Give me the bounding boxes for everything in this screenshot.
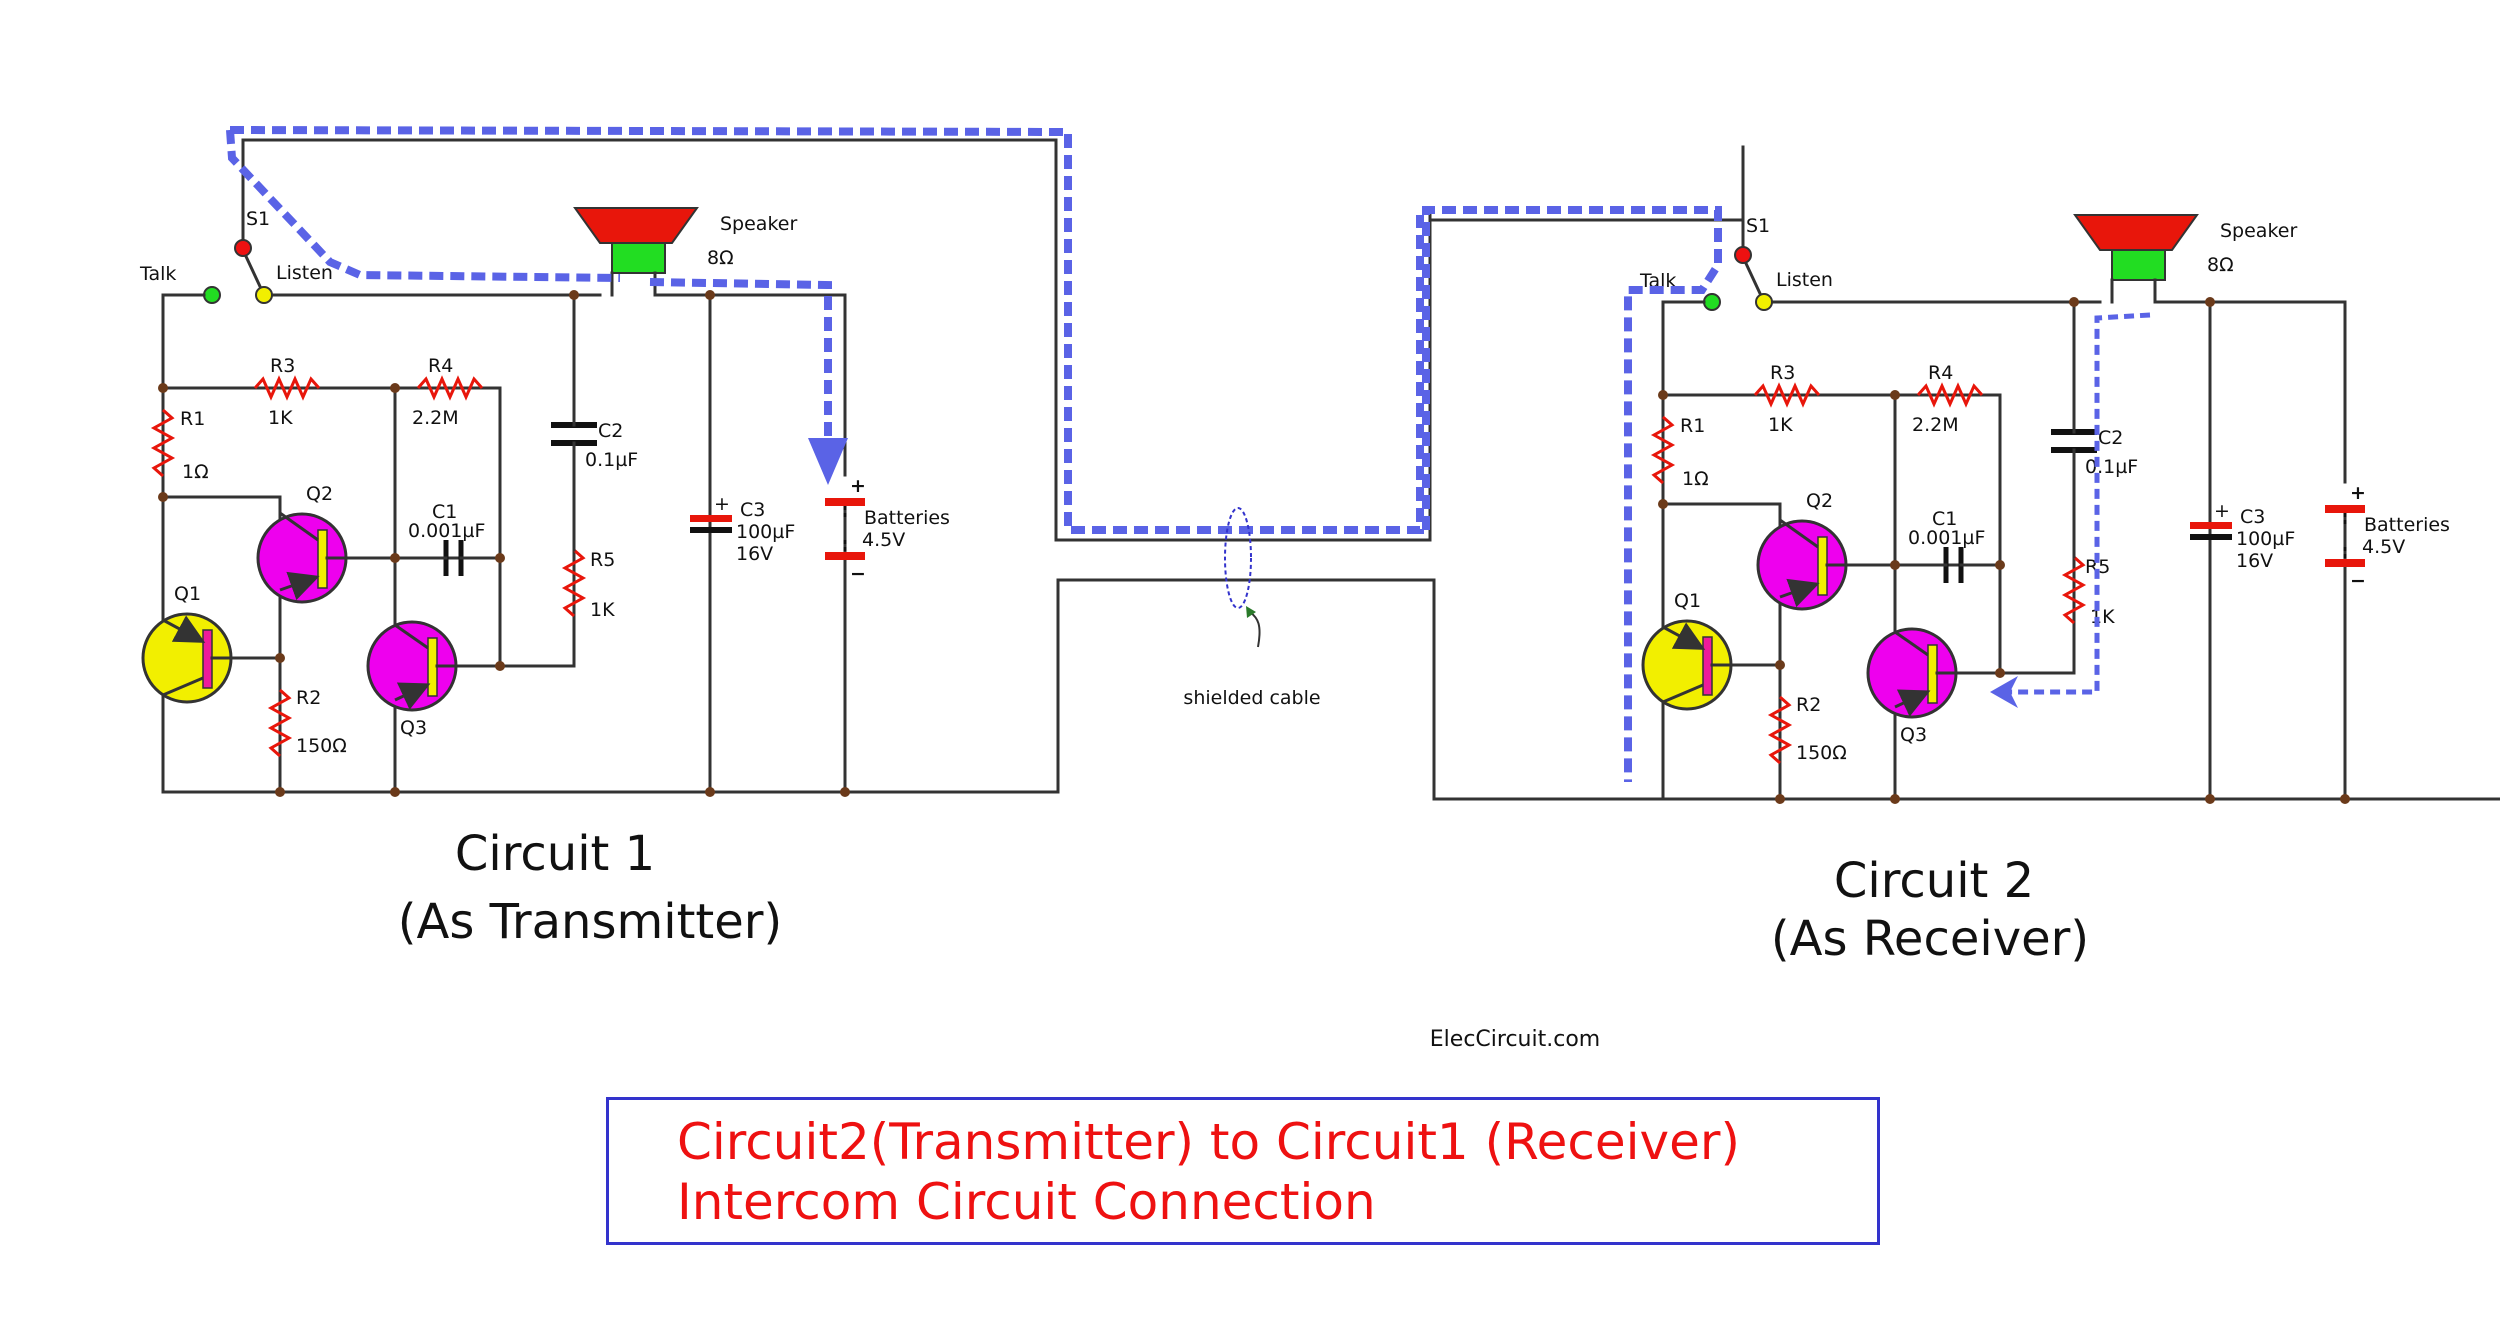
c2-c2-label: C2 [2098,427,2123,449]
circuit-2: Talk Listen S1 Speaker 8Ω R1 1Ω R2 150Ω … [1056,147,2500,967]
c2-c1-label: C1 [1932,508,1957,530]
c2-batt-label: Batteries [2364,514,2450,536]
c1-batt-value: 4.5V [862,529,905,551]
c2-r4-value: 2.2M [1912,414,1959,436]
c1-signal-path [229,126,1424,534]
c1-c2-value: 0.1µF [585,449,638,471]
c1-r5-value: 1K [590,599,615,621]
circuit-1: Talk Listen S1 Speaker 8Ω R1 1Ω R2 150Ω … [139,126,1432,950]
c1-r5-label: R5 [590,549,615,571]
c2-q1-label: Q1 [1674,590,1701,612]
c2-flow-arrow-icon [1990,676,2018,708]
c2-batt-minus: − [2350,570,2366,592]
c1-c3-label: C3 [740,499,765,521]
c2-c3-voltage: 16V [2236,550,2273,572]
c2-talk-label: Talk [1639,270,1676,292]
c1-batt-plus: + [850,475,866,497]
c1-r3-value: 1K [268,407,293,429]
c2-speaker-ohm: 8Ω [2207,254,2234,276]
c2-r1-label: R1 [1680,415,1705,437]
c2-listen-label: Listen [1776,269,1833,291]
circuit1-subtitle: (As Transmitter) [398,894,782,950]
c2-r4-label: R4 [1928,362,1953,384]
c1-c3-value: 100µF [736,521,795,543]
site-watermark: ElecCircuit.com [1430,1027,1600,1052]
c1-batt-minus: − [850,563,866,585]
c1-r3-label: R3 [270,355,295,377]
c1-q1-label: Q1 [174,583,201,605]
c2-r2-label: R2 [1796,694,1821,716]
shielded-cable: shielded cable [1183,507,1321,709]
c1-r1-value: 1Ω [182,461,209,483]
c2-signal-path-speaker [1995,312,2151,695]
c1-r1-label: R1 [180,408,205,430]
c2-r1-value: 1Ω [1682,468,1709,490]
c1-r4-label: R4 [428,355,453,377]
c1-listen-label: Listen [276,262,333,284]
c1-r4-value: 2.2M [412,407,459,429]
c1-speaker-label: Speaker [720,213,797,235]
c2-c3-label: C3 [2240,506,2265,528]
c1-signal-path-switch [226,129,621,282]
c2-q3-label: Q3 [1900,724,1927,746]
c2-r5-label: R5 [2085,556,2110,578]
c2-r3-value: 1K [1768,414,1793,436]
c1-r2-value: 150Ω [296,735,347,757]
caption-line-2: Intercom Circuit Connection [677,1173,1376,1231]
c1-c2-label: C2 [598,420,623,442]
c2-speaker-label: Speaker [2220,220,2297,242]
circuit1-title: Circuit 1 [455,826,655,882]
c1-c1-value: 0.001µF [408,520,485,542]
c1-talk-label: Talk [139,263,176,285]
circuit2-subtitle: (As Receiver) [1771,911,2089,967]
c2-c3-value: 100µF [2236,528,2295,550]
c1-r2-label: R2 [296,687,321,709]
c2-r3-label: R3 [1770,362,1795,384]
c2-s1-label: S1 [1746,215,1770,237]
c1-s1-label: S1 [246,208,270,230]
c2-batt-plus: + [2350,482,2366,504]
c2-c3-plus: + [2214,500,2230,522]
c1-speaker-ohm: 8Ω [707,247,734,269]
c1-c3-plus: + [714,493,730,515]
c1-signal-path-speaker [649,278,832,440]
c2-q2-label: Q2 [1806,490,1833,512]
c2-c2-value: 0.1µF [2085,456,2138,478]
c2-r5-value: 1K [2090,606,2115,628]
c1-q2-label: Q2 [306,483,333,505]
c1-q3-label: Q3 [400,717,427,739]
c1-flow-arrow-icon [808,438,848,485]
c1-c1-label: C1 [432,501,457,523]
c2-batt-value: 4.5V [2362,536,2405,558]
c1-batt-label: Batteries [864,507,950,529]
caption-line-1: Circuit2(Transmitter) to Circuit1 (Recei… [677,1113,1740,1171]
shielded-cable-label: shielded cable [1183,687,1320,709]
c2-c1-value: 0.001µF [1908,527,1985,549]
caption-box: Circuit2(Transmitter) to Circuit1 (Recei… [606,1097,1880,1245]
c2-r2-value: 150Ω [1796,742,1847,764]
circuit2-title: Circuit 2 [1834,853,2034,909]
c1-c3-voltage: 16V [736,543,773,565]
c2-signal-path [1422,206,1722,782]
